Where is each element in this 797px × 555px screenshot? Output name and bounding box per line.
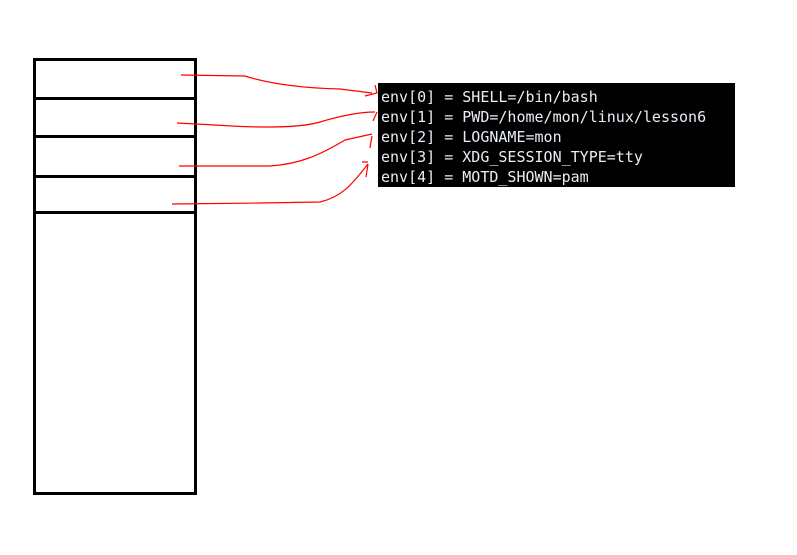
cell-divider [36, 211, 194, 214]
arrow-2 [179, 133, 373, 167]
cell-divider [36, 135, 194, 138]
env-line-4: env[4] = MOTD_SHOWN=pam [381, 168, 589, 186]
arrow-1 [176, 111, 378, 128]
terminal-output: env[0] = SHELL=/bin/bash env[1] = PWD=/h… [378, 83, 735, 187]
env-line-0: env[0] = SHELL=/bin/bash [381, 88, 598, 106]
cell-divider [36, 97, 194, 100]
env-line-1: env[1] = PWD=/home/mon/linux/lesson6 [381, 108, 707, 126]
env-pointer-array [33, 58, 197, 495]
env-line-2: env[2] = LOGNAME=mon [381, 128, 562, 146]
arrow-3 [171, 161, 369, 205]
cell-divider [36, 175, 194, 178]
env-line-3: env[3] = XDG_SESSION_TYPE=tty [381, 148, 643, 166]
arrow-0 [180, 74, 378, 97]
